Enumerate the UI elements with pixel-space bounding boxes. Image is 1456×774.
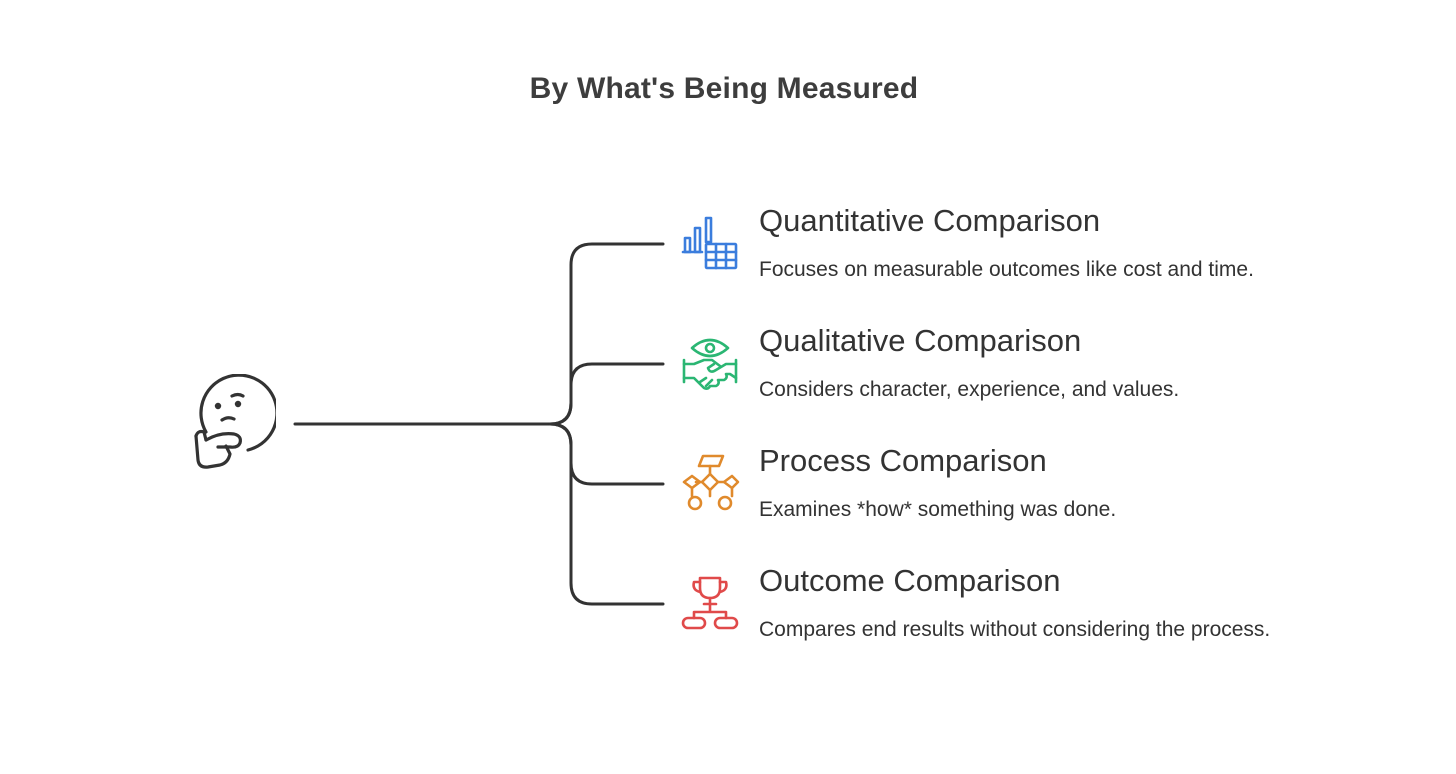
branch-qualitative: [548, 362, 665, 426]
heading-quantitative: Quantitative Comparison: [759, 203, 1101, 238]
branch-outcome: [548, 422, 665, 606]
heading-process: Process Comparison: [759, 443, 1047, 478]
trophy-flow-icon: [681, 576, 739, 630]
desc-qualitative: Considers character, experience, and val…: [759, 378, 1180, 401]
eye-handshake-icon: [682, 338, 738, 390]
bar-chart-table-icon: [681, 216, 738, 270]
thinking-face-icon: [194, 374, 276, 469]
heading-qualitative: Qualitative Comparison: [759, 323, 1082, 358]
branch-quantitative: [548, 242, 665, 426]
flowchart-icon: [682, 454, 740, 511]
diagram-title: By What's Being Measured: [529, 72, 919, 105]
desc-outcome: Compares end results without considering…: [759, 618, 1271, 641]
desc-quantitative: Focuses on measurable outcomes like cost…: [759, 258, 1254, 281]
desc-process: Examines *how* something was done.: [759, 498, 1117, 521]
heading-outcome: Outcome Comparison: [759, 563, 1061, 598]
